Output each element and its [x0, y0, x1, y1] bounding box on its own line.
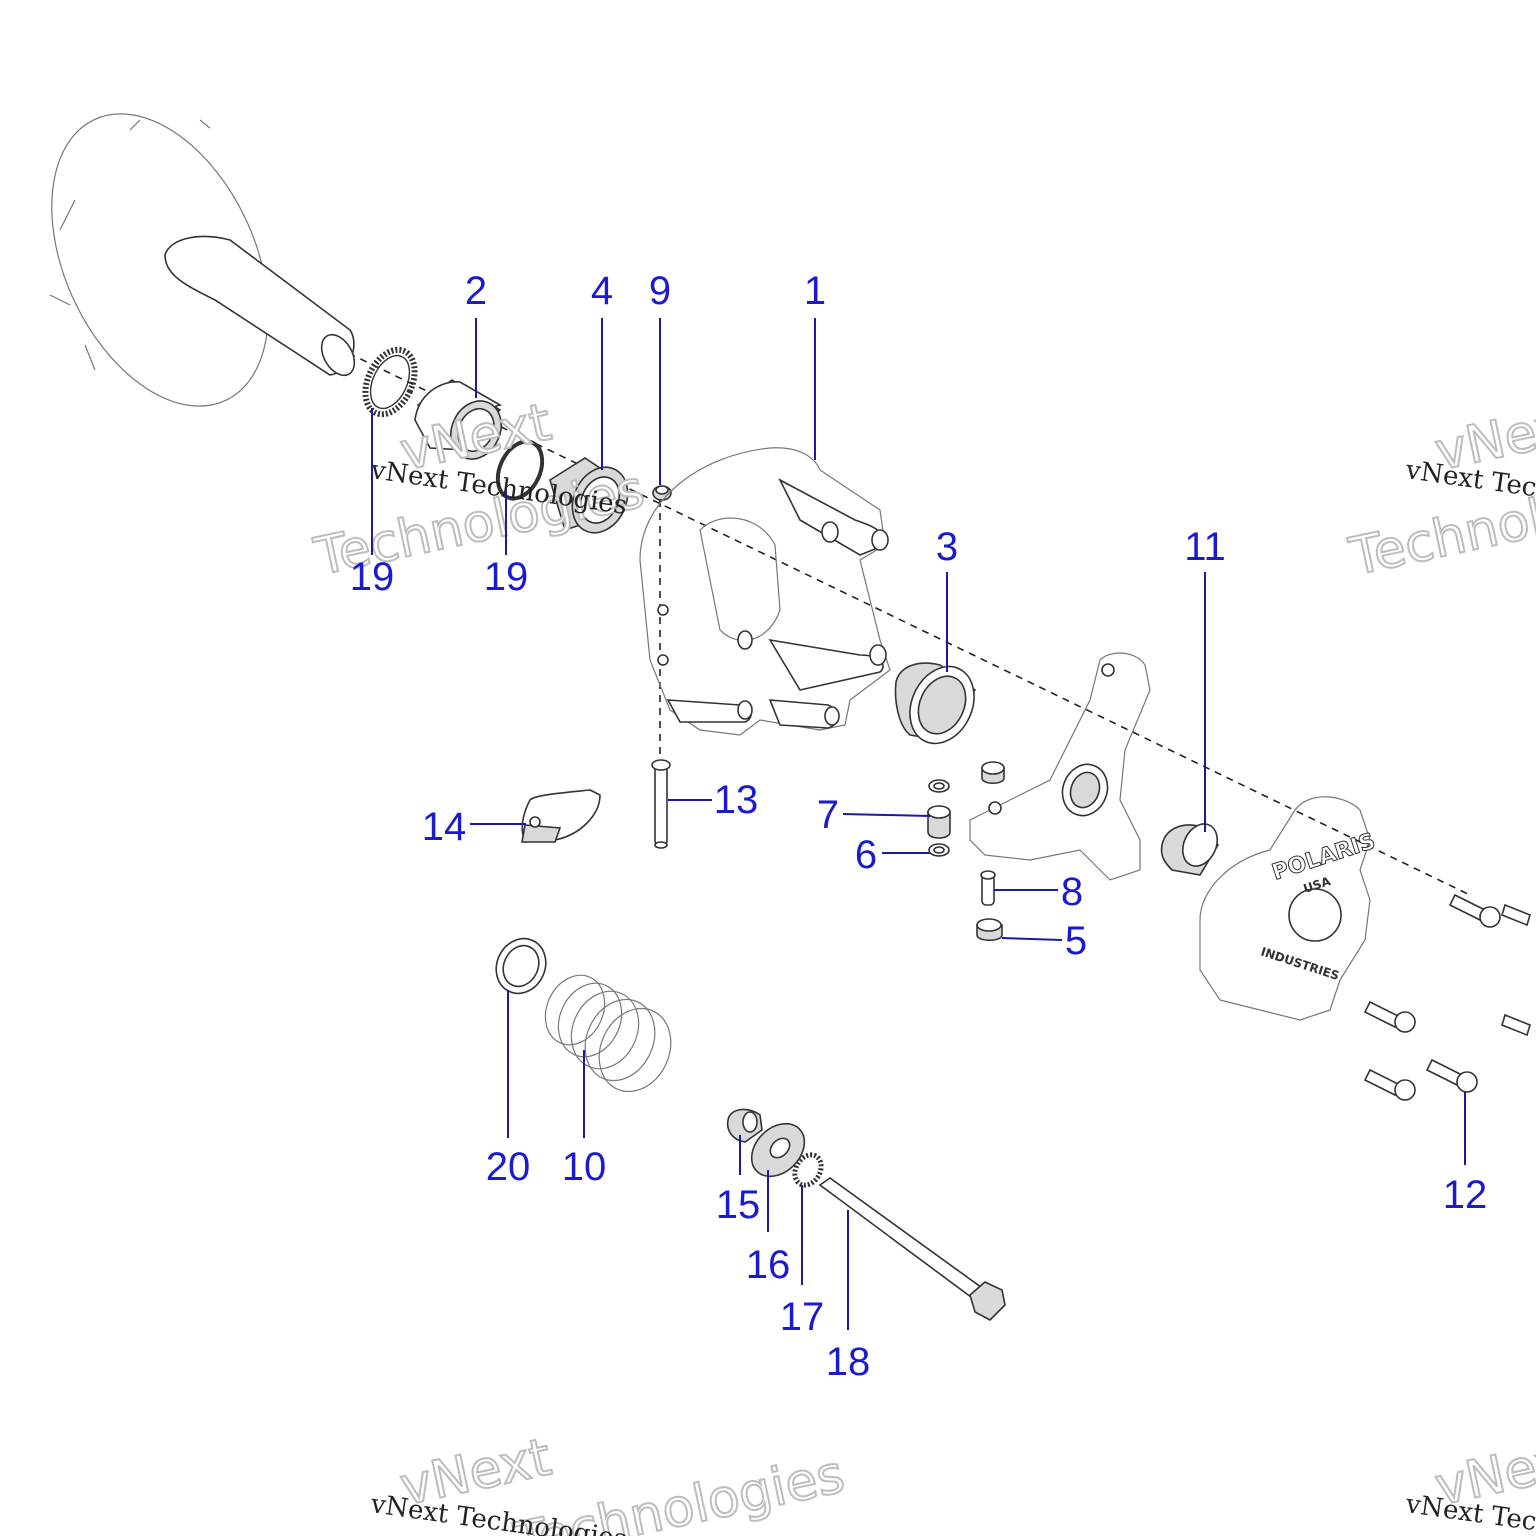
callout-5: 5	[1065, 919, 1087, 963]
bushing-2	[414, 379, 503, 460]
callout-19-a: 19	[350, 555, 395, 599]
moveable-sheave	[49, 113, 356, 407]
spacer-15	[726, 1108, 763, 1143]
watermark-bottom-right: vNext vNext Technologies	[1403, 1426, 1536, 1536]
callout-8: 8	[1061, 870, 1083, 914]
bolt-12e	[1363, 1068, 1416, 1101]
callout-16: 16	[746, 1243, 791, 1287]
callout-7: 7	[817, 793, 839, 837]
callout-4: 4	[591, 269, 613, 313]
pin-13	[651, 759, 671, 849]
retaining-ring-19b	[495, 439, 545, 501]
callout-15: 15	[716, 1183, 761, 1227]
watermark-bottom: vNext Technologies vNext Technologies	[368, 1426, 850, 1536]
logo-sub: INDUSTRIES	[1259, 945, 1341, 984]
callout-17: 17	[780, 1295, 825, 1339]
washer-6	[928, 843, 950, 857]
bushing-3	[894, 662, 977, 745]
callout-11: 11	[1184, 525, 1226, 569]
washer-16	[750, 1122, 806, 1178]
callout-3: 3	[936, 525, 958, 569]
bolt-18	[818, 1177, 1006, 1321]
button-small	[981, 761, 1005, 785]
callout-13: 13	[714, 778, 759, 822]
callout-9: 9	[649, 269, 671, 313]
spider-body	[969, 652, 1151, 881]
lock-washer-17	[792, 1152, 824, 1188]
callout-20: 20	[486, 1145, 531, 1189]
bolt-12f	[1425, 1058, 1478, 1093]
weight-14	[521, 789, 601, 843]
spring-10	[544, 974, 672, 1093]
bolt-12c	[1363, 1000, 1416, 1033]
callout-19-b: 19	[484, 555, 529, 599]
callout-1: 1	[804, 269, 826, 313]
callout-10: 10	[562, 1145, 607, 1189]
bushing-4	[549, 457, 629, 534]
callout-18: 18	[826, 1340, 871, 1384]
leader-lines	[371, 318, 1466, 1330]
bolt-12a	[1448, 893, 1501, 928]
bushing-11	[1160, 823, 1220, 876]
cover-plate: POLARIS USA INDUSTRIES	[1199, 796, 1379, 1021]
callout-12: 12	[1443, 1173, 1488, 1217]
callout-labels: 1 2 3 4 5 6 7 8 9 10 11 12 13 14 15 16 1…	[350, 269, 1488, 1384]
washer-7-top	[928, 779, 950, 793]
spider-cover-1	[639, 447, 891, 736]
bolt-12b	[1501, 903, 1531, 927]
button-5	[976, 918, 1003, 942]
bolt-12d	[1501, 1013, 1531, 1037]
callout-6: 6	[855, 833, 877, 877]
pin-8	[980, 870, 996, 906]
watermark-right: vNext Technologies vNext Technologies	[1343, 391, 1536, 588]
ring-20	[495, 937, 547, 995]
callout-14: 14	[422, 805, 467, 849]
roller-7	[927, 805, 951, 839]
retaining-ring-19a	[362, 346, 418, 418]
callout-2: 2	[465, 269, 487, 313]
